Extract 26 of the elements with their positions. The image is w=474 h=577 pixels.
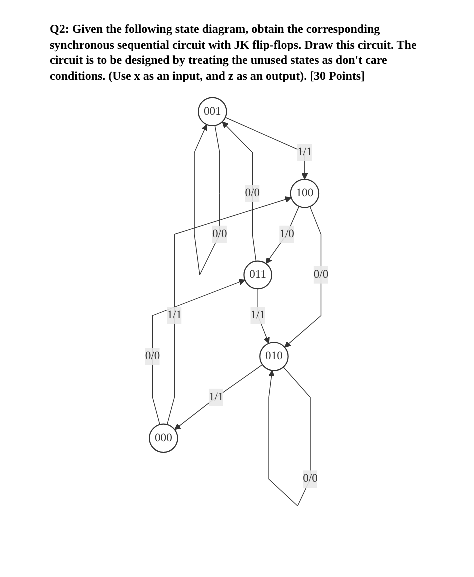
edge-label: 0/0: [145, 350, 160, 363]
edge-label: 1/1: [250, 310, 266, 322]
arrow: [225, 118, 308, 180]
question-text: Q2: Given the following state diagram, obtain the corresponding synchronous sequential circuit with JK flip-flops. Draw this circuit. The circuit is to be designed by treating the unused states as don't care conditions. (Use x as an input, and z as an output). [30 Points]: [50, 22, 418, 84]
arrow: [174, 364, 264, 430]
arrow: [268, 367, 311, 507]
edge-label: 0/0: [303, 473, 318, 486]
node-circle: 010: [260, 342, 289, 372]
arrow: [222, 122, 257, 262]
node-circle: 000: [149, 424, 178, 454]
edge-label: 1/1: [298, 146, 312, 159]
arrow: [166, 196, 292, 426]
arrow: [152, 280, 246, 426]
edge-label: 0/0: [314, 269, 329, 282]
edge-label: 0/0: [212, 228, 228, 241]
arrow: [284, 206, 322, 348]
arrow: [266, 206, 300, 265]
edge-label: 1/0: [280, 228, 294, 241]
edge-label: 1/1: [208, 391, 224, 404]
arrow: [258, 289, 270, 344]
edge-label: 1/1: [167, 310, 182, 322]
edge-label: 0/0: [245, 188, 260, 200]
node-circle: 001: [198, 98, 228, 127]
node-circle: 011: [244, 261, 273, 290]
arrow: [194, 124, 220, 276]
node-circle: 100: [290, 179, 320, 209]
